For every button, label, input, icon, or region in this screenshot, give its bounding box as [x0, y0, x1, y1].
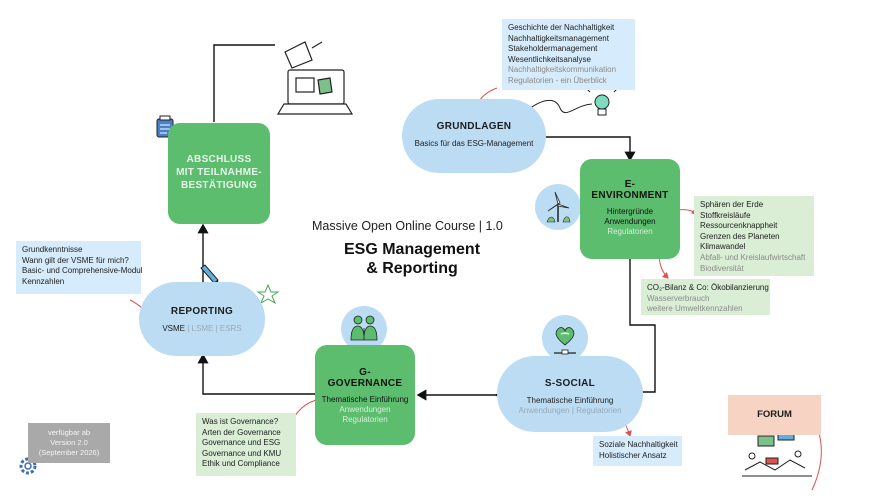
governance-note-item: Ethik und Compliance: [202, 459, 280, 469]
environment-line2: Anwendungen: [604, 217, 656, 226]
governance-notes: Was ist Governance? Arten der Governance…: [196, 413, 296, 476]
environment-notes-primary: Sphären der Erde Stoffkreisläufe Ressour…: [694, 196, 814, 276]
page-title-line1: ESG Management: [343, 241, 481, 258]
environment-note-item-dim: Biodiversität: [700, 263, 744, 273]
environment-line1: Hintergründe: [606, 207, 654, 216]
environment-line3: Regulatorien: [607, 227, 653, 236]
environment-node[interactable]: E- ENVIRONMENT Hintergründe Anwendungen …: [580, 159, 680, 259]
environment-note-item: Ressourcenknappheit: [700, 221, 778, 231]
grundlagen-note-item: Stakeholdermanagement: [508, 44, 598, 54]
grundlagen-subtitle: Basics für das ESG-Management: [414, 139, 534, 148]
governance-line3: Regulatorien: [342, 415, 388, 424]
reporting-rest: | LSME | ESRS: [187, 324, 242, 333]
grundlagen-title: GRUNDLAGEN: [436, 121, 512, 132]
governance-line2: Anwendungen: [339, 405, 391, 414]
grundlagen-note-item-dim: Nachhaltigkeitskommunikation: [508, 65, 617, 75]
arrow-abschluss-to-grundlagen: [213, 44, 275, 122]
social-line2-sep: |: [571, 406, 574, 415]
abschluss-line3: BESTÄTIGUNG: [180, 180, 258, 191]
abschluss-node[interactable]: ABSCHLUSS MIT TEILNAHME- BESTÄTIGUNG: [168, 123, 270, 224]
environment-note-item: Sphären der Erde: [700, 200, 764, 209]
social-note-item: Soziale Nachhaltigkeit: [599, 440, 678, 449]
governance-note-item: Was ist Governance?: [202, 417, 279, 426]
grundlagen-node[interactable]: GRUNDLAGEN Basics für das ESG-Management: [402, 99, 546, 173]
governance-line1: Thematische Einführung: [321, 395, 409, 404]
course-label: Massive Open Online Course | 1.0: [312, 219, 503, 233]
version-badge-line1: verfügbar ab: [47, 428, 91, 437]
environment-note2-item-dim: Wasserverbrauch: [647, 293, 710, 303]
social-line2-b: Regulatorien: [576, 406, 622, 415]
page-title: ESG Management & Reporting: [312, 240, 512, 278]
environment-title-line1: E-: [624, 179, 636, 190]
page-title-line2: & Reporting: [366, 260, 458, 277]
abschluss-line1: ABSCHLUSS: [186, 154, 252, 165]
environment-note-item: Stoffkreisläufe: [700, 210, 751, 220]
heart-icon: [542, 315, 588, 361]
environment-title-line2: ENVIRONMENT: [591, 190, 669, 201]
grundlagen-notes: Geschichte der Nachhaltigkeit Nachhaltig…: [502, 19, 635, 90]
reporting-node[interactable]: REPORTING VSME | LSME | ESRS: [139, 282, 265, 356]
social-node[interactable]: S-SOCIAL Thematische Einführung Anwendun…: [497, 356, 643, 432]
reporting-title: REPORTING: [170, 306, 234, 317]
version-badge-line2: Version 2.0: [50, 438, 88, 447]
grundlagen-note-item: Wesentlichkeitsanalyse: [508, 54, 592, 64]
social-title: S-SOCIAL: [544, 378, 596, 389]
environment-note2-item-dim: weitere Umweltkennzahlen: [647, 304, 743, 314]
environment-note-item: Grenzen des Planeten: [700, 231, 780, 241]
wind-turbine-icon: [535, 184, 581, 230]
governance-note-item: Arten der Governance: [202, 427, 281, 437]
reporting-note-item: Wann gilt der VSME für mich?: [22, 255, 129, 265]
version-badge-line3: (September 2026): [38, 448, 100, 457]
reporting-vsme: VSME: [162, 324, 186, 333]
reporting-note-item: Grundkenntnisse: [22, 245, 83, 254]
lightbulb-icon: [585, 84, 619, 116]
social-notes: Soziale Nachhaltigkeit Holistischer Ansa…: [593, 436, 682, 466]
social-note-item: Holistischer Ansatz: [599, 450, 667, 460]
environment-notes-secondary: CO₂-Bilanz & Co: Ökobilanzierung Wasserv…: [641, 279, 770, 315]
forum-button[interactable]: FORUM: [728, 395, 821, 435]
grundlagen-note-item: Nachhaltigkeitsmanagement: [508, 33, 609, 43]
abschluss-line2: MIT TEILNAHME-: [176, 167, 262, 178]
version-badge: verfügbar ab Version 2.0 (September 2026…: [28, 423, 110, 463]
arrow-environment-to-social: [629, 258, 656, 398]
reporting-notes: Grundkenntnisse Wann gilt der VSME für m…: [16, 241, 143, 294]
governance-note-item: Governance und ESG: [202, 438, 281, 448]
social-line2-a: Anwendungen: [518, 406, 570, 415]
grundlagen-note-item: Geschichte der Nachhaltigkeit: [508, 23, 615, 32]
governance-note-item: Governance und KMU: [202, 448, 282, 458]
environment-note2-main: CO₂-Bilanz & Co: Ökobilanzierung: [647, 283, 769, 292]
arrow-grundlagen-to-environment: [545, 136, 636, 162]
forum-people-icon: [742, 429, 812, 477]
governance-title-line1: G-: [359, 367, 371, 378]
laptop-icon: [276, 41, 354, 115]
environment-note-item-dim: Abfall- und Kreislaufwirtschaft: [700, 252, 806, 262]
grundlagen-note-item-dim: Regulatorien - ein Überblick: [508, 75, 607, 85]
star-icon: [256, 283, 280, 305]
governance-node[interactable]: G- GOVERNANCE Thematische Einführung Anw…: [315, 345, 415, 445]
reporting-note-item: Basic- und Comprehensive-Modul: [22, 266, 143, 276]
social-line1: Thematische Einführung: [526, 396, 614, 405]
reporting-note-item: Kennzahlen: [22, 276, 65, 286]
environment-note-item: Klimawandel: [700, 242, 746, 252]
governance-title-line2: GOVERNANCE: [327, 378, 403, 389]
arrow-governance-to-reporting: [197, 353, 316, 395]
governance-people-icon: [341, 306, 387, 352]
